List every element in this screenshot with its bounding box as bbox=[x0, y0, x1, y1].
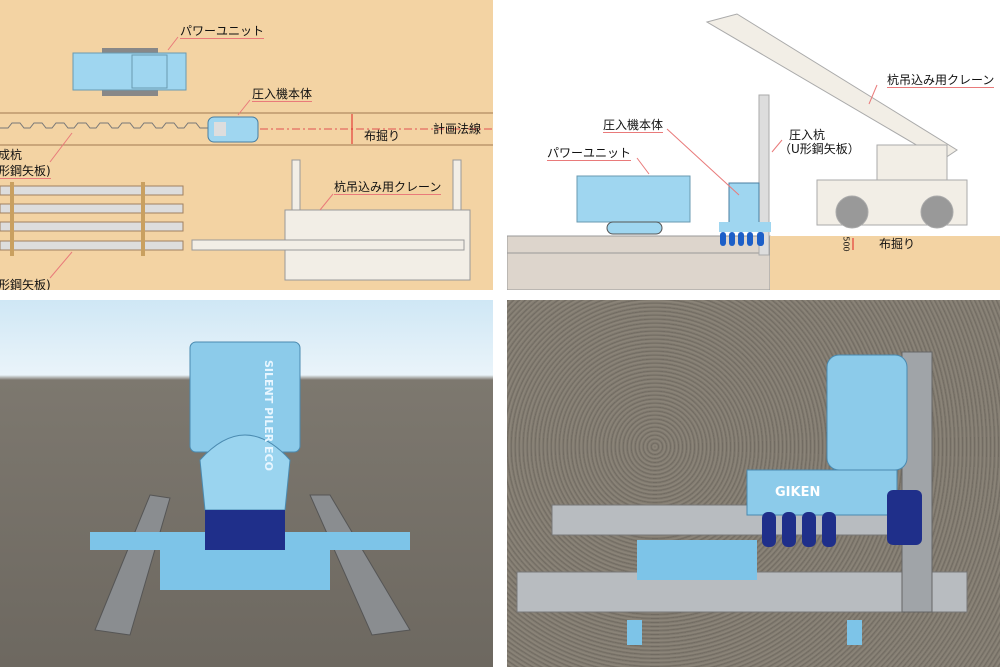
brand-giken: GIKEN bbox=[775, 485, 821, 500]
plan-view-drawing bbox=[0, 36, 493, 281]
side-view-diagram: 杭吊込み用クレーン 圧入機本体 圧入杭 （U形鋼矢板） パワーユニット 500 … bbox=[507, 0, 1000, 290]
side-render: GIKEN bbox=[507, 300, 1000, 667]
label-trench: 布掘り bbox=[879, 237, 916, 251]
front-render: SILENT PILER ECO bbox=[0, 300, 493, 667]
label-trench-depth: 500 bbox=[841, 236, 851, 252]
label-power-unit: パワーユニット bbox=[180, 24, 265, 39]
side-view-drawing bbox=[507, 13, 1000, 290]
label-completed-pile: 成杭 bbox=[0, 148, 23, 162]
brand-silent-piler-eco: SILENT PILER ECO bbox=[262, 360, 275, 471]
label-completed-pile-type: 形鋼矢板) bbox=[0, 164, 51, 179]
label-trench: 布掘り bbox=[364, 129, 401, 143]
crane-plan bbox=[191, 159, 471, 281]
side-render-drawing bbox=[516, 351, 968, 645]
press-in-machine-side bbox=[719, 182, 771, 246]
label-press-in-machine: 圧入機本体 bbox=[252, 87, 313, 102]
label-press-in-pile: 圧入杭 bbox=[789, 128, 826, 142]
label-crane: 杭吊込み用クレーン bbox=[334, 180, 442, 195]
crane-side bbox=[705, 13, 968, 229]
label-stock-pile-type: 形鋼矢板) bbox=[0, 278, 51, 290]
plan-view-diagram: パワーユニット 圧入機本体 布掘り 計画法線 成杭 形鋼矢板) 形鋼矢板) 杭吊… bbox=[0, 0, 493, 290]
label-press-in-machine: 圧入機本体 bbox=[603, 118, 664, 133]
label-power-unit: パワーユニット bbox=[547, 146, 632, 161]
press-in-pile bbox=[758, 94, 770, 256]
label-press-in-pile-type: （U形鋼矢板） bbox=[779, 142, 860, 156]
label-planned-line: 計画法線 bbox=[433, 122, 482, 136]
installed-piles bbox=[0, 122, 208, 129]
label-crane: 杭吊込み用クレーン bbox=[887, 73, 995, 88]
power-unit-plan bbox=[72, 48, 187, 96]
power-unit-side bbox=[576, 175, 691, 235]
press-in-machine-plan bbox=[207, 116, 259, 143]
stock-piles bbox=[0, 185, 184, 251]
front-render-drawing bbox=[90, 341, 411, 636]
